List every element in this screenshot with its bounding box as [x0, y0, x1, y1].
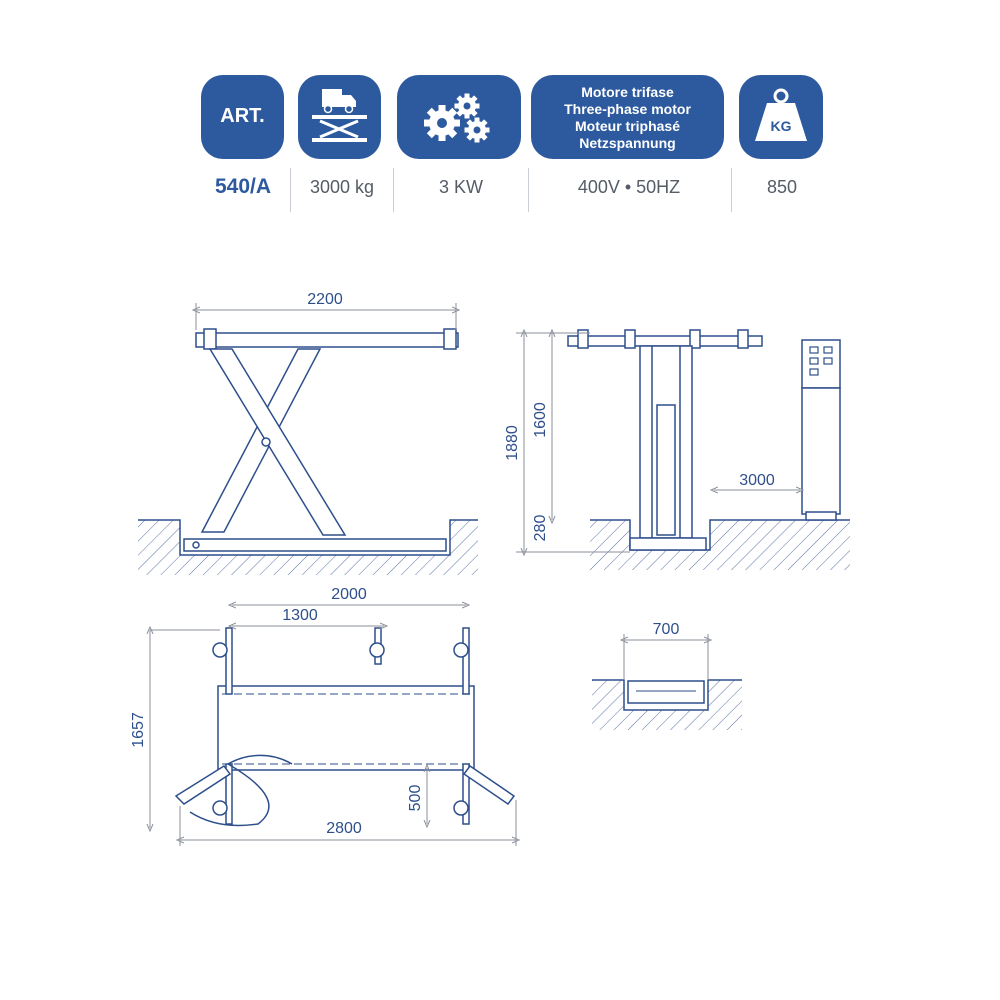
dim-capacity-mark: 3000 — [739, 472, 775, 489]
art-label: ART. — [220, 105, 265, 127]
separator — [393, 168, 394, 212]
dim-overall-length: 2800 — [326, 820, 362, 837]
arm-swing-arc — [189, 763, 270, 827]
art-badge: ART. — [201, 75, 284, 159]
kg-label: KG — [770, 118, 792, 134]
voltage-value: 400V • 50HZ — [577, 177, 681, 197]
power-value: 3 KW — [438, 177, 483, 197]
lift-base — [629, 537, 707, 551]
motor-line-4: Netzspannung — [579, 135, 676, 151]
dim-width: 1657 — [130, 712, 147, 748]
side-view: 1880 1600 280 3000 — [504, 330, 850, 570]
ground-hatch — [590, 519, 850, 570]
lift-pad — [369, 642, 385, 658]
scissor-arm — [208, 348, 347, 536]
motor-line-1: Motore trifase — [581, 84, 674, 100]
lift-arm — [462, 627, 470, 695]
lift-platform — [195, 332, 459, 348]
dim-base-length: 2000 — [331, 586, 367, 603]
motor-line-3: Moteur triphasé — [574, 118, 680, 134]
separator — [528, 168, 529, 212]
dim-lift-length: 2200 — [307, 291, 343, 308]
lift-pad — [212, 642, 228, 658]
separator — [731, 168, 732, 212]
dim-pit-width: 700 — [653, 621, 680, 638]
dim-total-height: 1880 — [504, 425, 521, 461]
lift-pad — [453, 800, 469, 816]
lift-pad — [453, 642, 469, 658]
dim-lift-height: 1600 — [532, 402, 549, 438]
separator — [290, 168, 291, 212]
lift-platform — [567, 335, 763, 347]
gears-icon — [424, 93, 490, 143]
top-view: 2000 1300 1657 500 2800 — [130, 586, 516, 846]
power-badge — [397, 75, 521, 159]
capacity-value: 3000 kg — [309, 177, 375, 197]
motor-line-2: Three-phase motor — [564, 101, 691, 117]
weight-badge: KG — [739, 75, 823, 159]
control-column — [801, 387, 841, 515]
lift-in-pit — [627, 680, 705, 704]
capacity-badge — [298, 75, 381, 159]
control-unit — [801, 339, 841, 389]
dim-arm-spacing: 1300 — [282, 607, 318, 624]
lift-base — [183, 538, 447, 552]
model-number: 540/A — [214, 175, 272, 198]
lift-platform-top — [217, 685, 475, 771]
motor-badge: Motore trifase Three-phase motor Moteur … — [531, 75, 724, 159]
pit-section: 700 — [592, 621, 742, 730]
weight-icon — [755, 88, 807, 141]
lift-arm — [225, 627, 233, 695]
scissor-arm — [200, 348, 322, 533]
dim-min-height: 280 — [532, 515, 549, 542]
weight-value: 850 — [766, 177, 798, 197]
front-view: 2200 — [138, 291, 478, 575]
ground-hatch — [138, 519, 478, 575]
truck-on-lift-icon — [312, 89, 367, 142]
dim-arm-length: 500 — [407, 785, 424, 812]
lift-pad — [212, 800, 228, 816]
